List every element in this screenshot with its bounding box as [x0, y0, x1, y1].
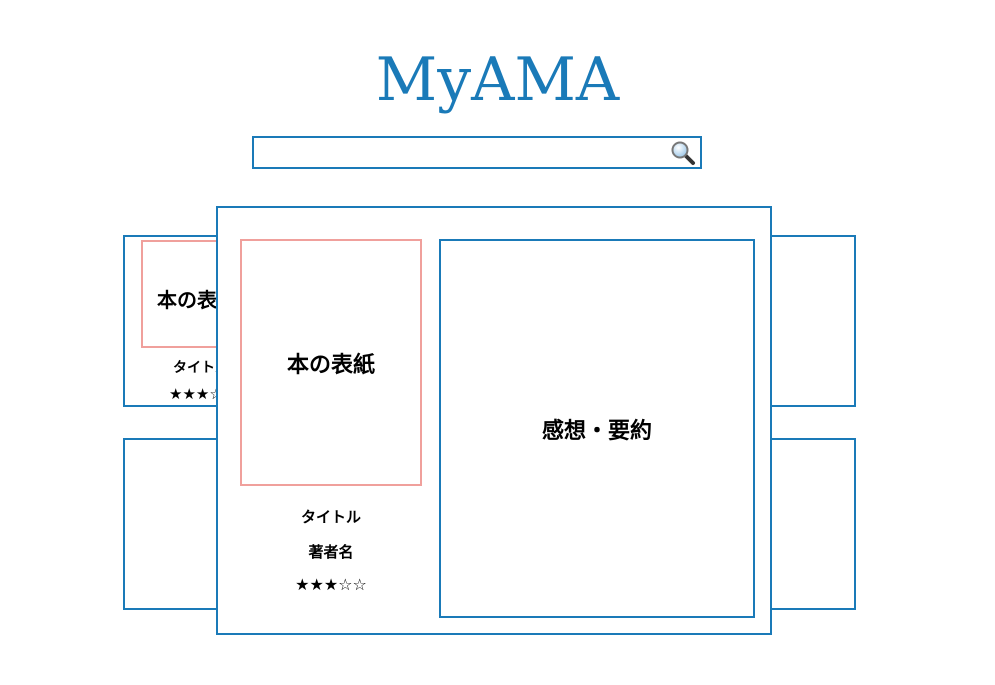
book-title: タイトル	[300, 508, 361, 526]
book-cover-placeholder: 本の表紙	[240, 239, 422, 486]
review-summary-box: 感想・要約	[439, 239, 755, 618]
magnifier-icon[interactable]	[670, 140, 696, 166]
search-input[interactable]	[254, 138, 664, 167]
cover-label: 本の表紙	[286, 352, 375, 378]
star-rating[interactable]: ★★★☆☆	[295, 575, 367, 594]
book-detail-modal: 本の表紙 タイトル 著者名 ★★★☆☆ 感想・要約	[216, 206, 772, 635]
brand-logo[interactable]: MyAMA	[375, 45, 620, 115]
review-label: 感想・要約	[541, 418, 652, 444]
book-author: 著者名	[308, 543, 354, 561]
book-title: タイトル	[173, 360, 229, 376]
search-bar	[252, 136, 702, 169]
